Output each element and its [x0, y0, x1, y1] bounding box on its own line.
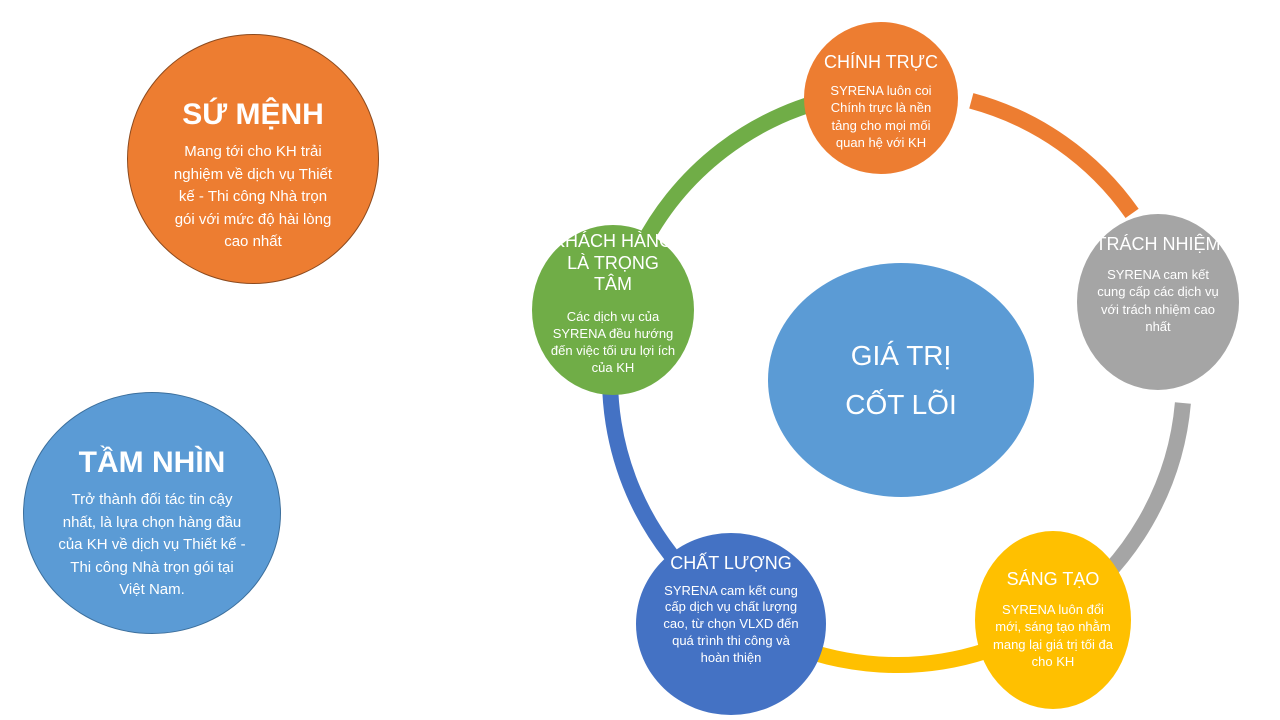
value-quality-text: SYRENA cam kết cung cấp dịch vụ chất lượ… — [663, 582, 799, 666]
core-values-center-circle: GIÁ TRỊ CỐT LÕI — [768, 263, 1034, 497]
value-responsibility-title: TRÁCH NHIỆM — [1095, 234, 1221, 254]
value-integrity-text: SYRENA luôn coi Chính trực là nền tảng c… — [830, 82, 932, 151]
core-values-line-1: GIÁ TRỊ — [850, 340, 952, 371]
value-integrity-circle: CHÍNH TRỰC SYRENA luôn coi Chính trực là… — [804, 22, 958, 174]
value-responsibility-circle: TRÁCH NHIỆM SYRENA cam kết cung cấp các … — [1077, 214, 1239, 390]
mission-text: Mang tới cho KH trải nghiệm về dịch vụ T… — [173, 143, 333, 250]
cycle-arc-integrity-to-responsibility — [969, 93, 1139, 218]
mission-title: SỨ MỆNH — [182, 98, 324, 131]
value-responsibility-text: SYRENA cam kết cung cấp các dịch vụ với … — [1097, 266, 1219, 335]
value-quality-title: CHẤT LƯỢNG — [670, 553, 792, 573]
value-customer-text: Các dịch vụ của SYRENA đều hướng đến việ… — [550, 308, 676, 376]
value-creativity-title: SÁNG TẠO — [1006, 569, 1100, 589]
vision-text: Trở thành đối tác tin cậy nhất, là lựa c… — [58, 491, 246, 598]
mission-circle: SỨ MỆNH Mang tới cho KH trải nghiệm về d… — [127, 34, 379, 284]
value-integrity-title: CHÍNH TRỰC — [823, 52, 939, 72]
value-creativity-circle: SÁNG TẠO SYRENA luôn đổi mới, sáng tạo n… — [975, 531, 1131, 709]
vision-circle: TẦM NHÌN Trở thành đối tác tin cậy nhất,… — [23, 392, 281, 634]
vision-title: TẦM NHÌN — [78, 446, 226, 479]
core-values-line-2: CỐT LÕI — [845, 389, 957, 420]
value-customer-title: KHÁCH HÀNG LÀ TRỌNG TÂM — [552, 231, 673, 295]
value-quality-circle: CHẤT LƯỢNG SYRENA cam kết cung cấp dịch … — [636, 533, 826, 715]
value-creativity-text: SYRENA luôn đổi mới, sáng tạo nhằm mang … — [993, 601, 1113, 670]
value-customer-circle: KHÁCH HÀNG LÀ TRỌNG TÂM Các dịch vụ của … — [532, 225, 694, 395]
